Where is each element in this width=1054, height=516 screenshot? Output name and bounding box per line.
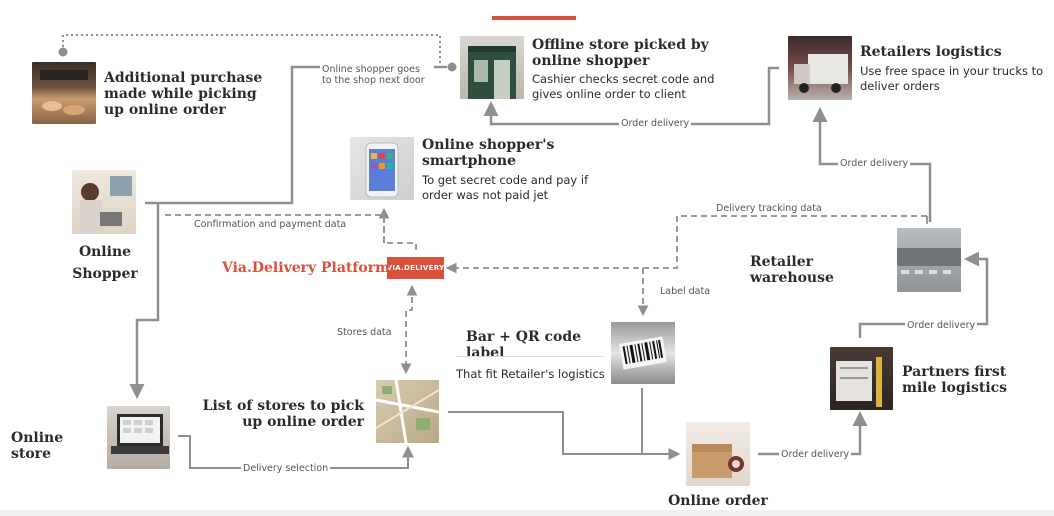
retailers-logistics-desc: Use free space in your trucks to deliver… — [860, 64, 1044, 93]
barcode-photo — [611, 322, 675, 384]
bottom-strip — [0, 510, 1054, 516]
edge-label-stores-data: Stores data — [335, 327, 394, 338]
edge-label-delivery-selection: Delivery selection — [241, 463, 331, 474]
partners-logistics-title: Partners first mile logistics — [902, 364, 1008, 396]
laptop-photo — [107, 406, 170, 469]
retailers-logistics-title: Retailers logistics — [860, 44, 1002, 60]
edge-label-label-data: Label data — [658, 286, 713, 297]
label-desc: That fit Retailer's logistics — [456, 367, 605, 381]
platform-title: Via.Delivery Platform — [222, 260, 390, 276]
smartphone-title: Online shopper's smartphone — [422, 137, 555, 169]
connector-dot-right — [447, 62, 457, 72]
dashed-connector-tracking — [445, 215, 927, 274]
offline-store-desc: Cashier checks secret code and gives onl… — [532, 72, 715, 101]
edge-label-order-delivery-bottom: Order delivery — [779, 449, 852, 460]
connector-dot-left — [58, 47, 68, 57]
connector-order-to-partners — [758, 411, 868, 456]
dashed-connector-confirmation — [162, 214, 417, 250]
dashed-connector-stores-data — [400, 284, 418, 375]
dotted-connector-additional-purchase — [62, 34, 441, 67]
connector-partners-to-warehouse — [858, 251, 989, 338]
via-delivery-logo: VIA.DELIVERY — [387, 257, 444, 279]
connector-online-store-to-store-list — [178, 435, 414, 469]
map-photo — [376, 380, 439, 443]
offline-store-title: Offline store picked by online shopper — [532, 37, 709, 69]
additional-purchase-title: Additional purchase made while picking u… — [104, 70, 263, 118]
connector-shopper-to-online-store — [129, 203, 160, 399]
store-list-title: List of stores to pick up online order — [202, 398, 364, 430]
bakery-photo — [32, 62, 96, 124]
smartphone-photo — [350, 137, 414, 200]
smartphone-desc: To get secret code and pay if order was … — [422, 173, 589, 202]
truck-photo — [788, 36, 852, 100]
accent-bar — [492, 16, 576, 20]
warehouse-photo — [897, 228, 961, 292]
edge-label-order-delivery-warehouse: Order delivery — [905, 320, 978, 331]
loading-dock-photo — [830, 347, 893, 410]
parcel-photo — [686, 422, 750, 486]
label-separator — [456, 356, 604, 357]
online-shopper-title: Online Shopper — [72, 244, 138, 282]
storefront-photo — [460, 36, 524, 99]
online-store-title: Online store — [11, 430, 64, 462]
retailer-warehouse-title: Retailer warehouse — [750, 254, 834, 286]
shopper-photo — [72, 170, 136, 234]
label-title: Bar + QR code label — [466, 329, 582, 361]
edge-label-confirmation-payment: Confirmation and payment data — [192, 219, 349, 230]
online-order-title: Online order — [668, 493, 768, 509]
connector-store-list-to-order — [448, 411, 681, 460]
edge-label-order-delivery-right: Order delivery — [838, 158, 911, 169]
connector-logistics-to-offline-store — [483, 66, 779, 126]
edge-label-order-delivery-top: Order delivery — [619, 118, 692, 129]
edge-label-goes-next-door: Online shopper goes to the shop next doo… — [320, 64, 434, 86]
edge-label-delivery-tracking: Delivery tracking data — [714, 203, 824, 214]
